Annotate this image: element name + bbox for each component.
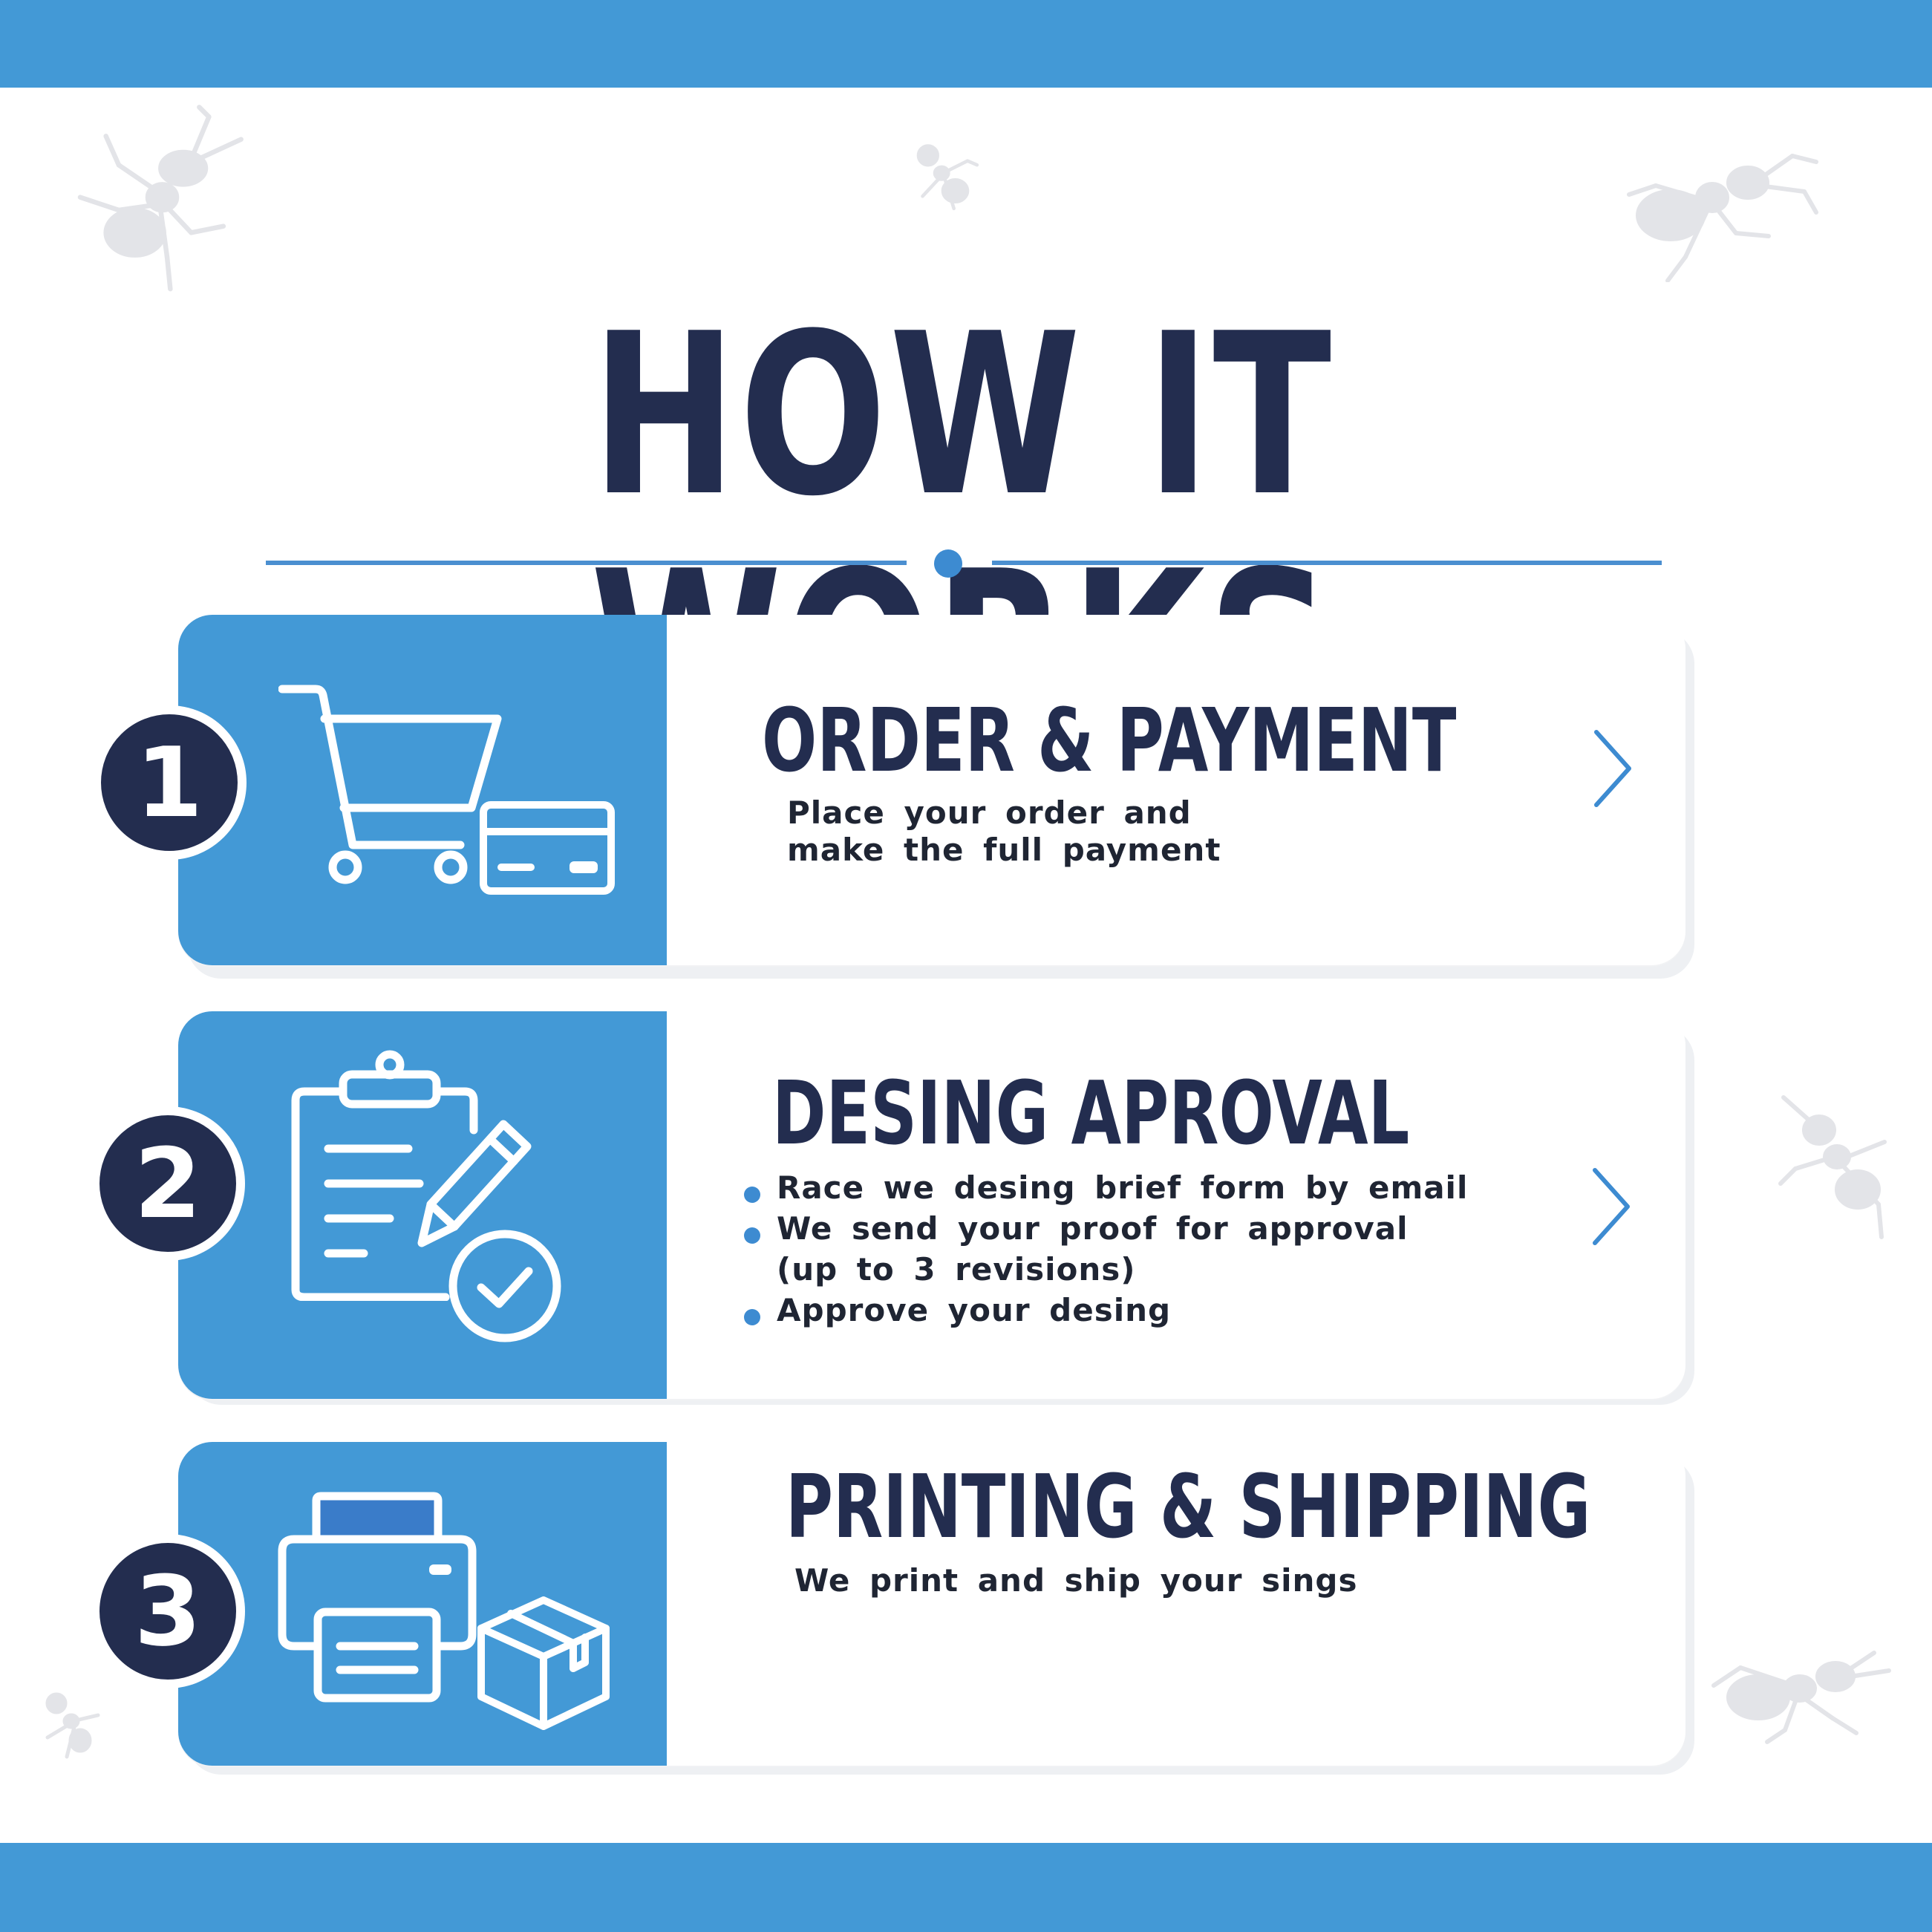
bottom-band: [0, 1843, 1932, 1932]
step-card-printing-shipping: PRINTING & SHIPPING We print and ship yo…: [178, 1442, 1685, 1766]
step-number-badge: 3: [91, 1534, 245, 1688]
step-description-line: make the full payment: [787, 832, 1221, 868]
printer-icon: [278, 1492, 477, 1703]
step-title: ORDER & PAYMENT: [762, 689, 1457, 792]
step-icon-panel: [178, 1442, 667, 1766]
ant-icon: [1778, 1095, 1887, 1239]
ant-icon: [45, 1692, 100, 1759]
title-divider-left: [266, 561, 907, 565]
step-card-design-approval: DESING APROVAL Race we desing brief form…: [178, 1011, 1685, 1399]
step-number-badge: 1: [92, 705, 247, 860]
checkmark-circle-icon: [448, 1230, 561, 1342]
chevron-right-icon[interactable]: [1590, 728, 1635, 809]
bullet-dot: [744, 1227, 760, 1244]
package-box-icon: [477, 1596, 610, 1730]
step-description-line: Place your order and: [787, 794, 1192, 831]
title-divider-right: [992, 561, 1662, 565]
ant-icon: [1711, 1651, 1891, 1744]
bullet-text: Approve your desing: [777, 1292, 1172, 1328]
step-title: PRINTING & SHIPPING: [786, 1455, 1591, 1558]
ant-icon: [1627, 154, 1818, 282]
bullet-dot: [744, 1187, 760, 1203]
step-icon-panel: [178, 1011, 667, 1399]
step-number-badge: 2: [91, 1106, 245, 1261]
step-icon-panel: [178, 615, 667, 965]
title-divider-dot: [934, 549, 962, 578]
credit-card-icon: [480, 801, 615, 895]
step-bullet-list: Race we desing brief form by email We se…: [743, 1167, 1468, 1331]
pencil-icon: [417, 1120, 532, 1247]
shopping-cart-icon: [278, 685, 502, 884]
bullet-text: Race we desing brief form by email: [777, 1169, 1469, 1206]
top-band: [0, 0, 1932, 88]
bullet-item: Approve your desing: [743, 1290, 1468, 1331]
bullet-text-continued: (up to 3 revisions): [777, 1251, 1136, 1288]
step-card-order-payment: ORDER & PAYMENT Place your order and mak…: [178, 615, 1685, 965]
ant-icon: [916, 144, 979, 211]
ant-icon: [77, 105, 244, 292]
step-title: DESING APROVAL: [772, 1062, 1410, 1164]
clipboard-icon: [291, 1050, 478, 1301]
step-description-line: We print and ship your sings: [794, 1562, 1358, 1599]
bullet-item: Race we desing brief form by email: [743, 1167, 1468, 1208]
bullet-text: We send your proof for approval: [777, 1210, 1409, 1247]
chevron-right-icon[interactable]: [1589, 1166, 1634, 1247]
bullet-dot: [744, 1309, 760, 1325]
bullet-item: We send your proof for approval (up to 3 …: [743, 1208, 1468, 1290]
